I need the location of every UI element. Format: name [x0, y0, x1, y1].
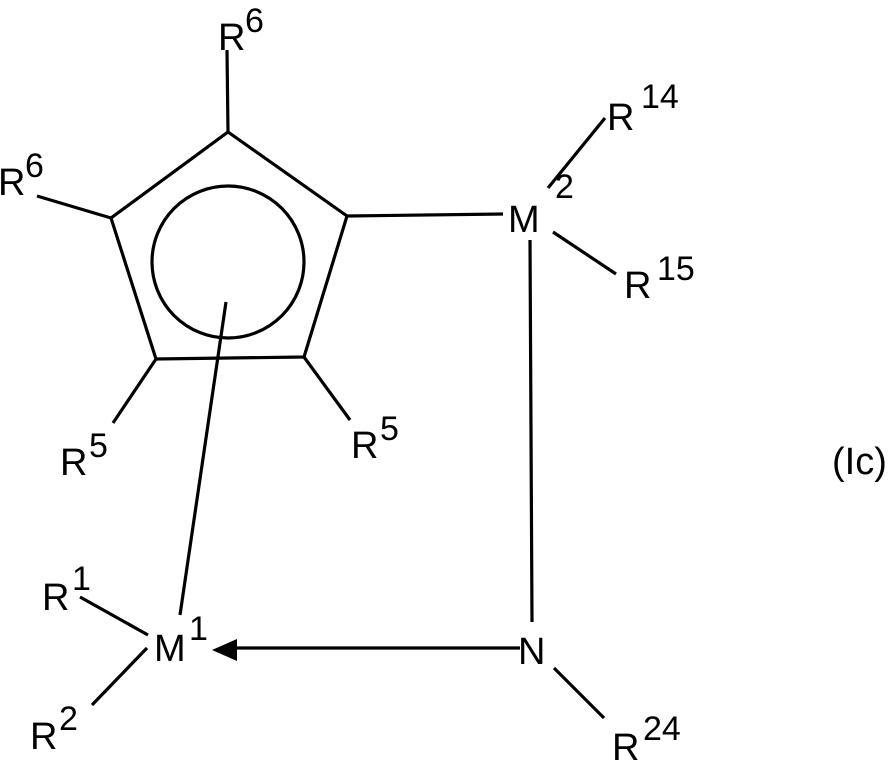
bond-m2-r14 [546, 116, 607, 190]
svg-text:R: R [30, 716, 57, 758]
svg-text:2: 2 [59, 700, 78, 738]
svg-text:M: M [154, 628, 186, 670]
label-r15: R 15 [624, 250, 695, 307]
svg-text:R: R [612, 727, 639, 762]
svg-text:M: M [508, 199, 540, 241]
label-m2: M 2 [508, 168, 574, 241]
svg-text:R: R [60, 442, 87, 484]
svg-text:R: R [0, 162, 25, 204]
label-r24: R 24 [612, 710, 681, 762]
svg-text:5: 5 [89, 427, 108, 465]
aromatic-circle [150, 184, 306, 340]
bond-r5-right [302, 356, 352, 421]
label-r2: R 2 [30, 700, 78, 758]
svg-text:1: 1 [189, 610, 208, 648]
svg-text:2: 2 [555, 168, 574, 206]
svg-text:R: R [218, 17, 245, 59]
bond-ring-m1 [178, 301, 228, 616]
svg-text:R: R [42, 577, 69, 619]
label-r1: R 1 [42, 560, 91, 619]
svg-text:6: 6 [245, 2, 264, 40]
svg-text:R: R [351, 425, 378, 467]
svg-text:R: R [624, 265, 651, 307]
bond-ring-m2 [346, 212, 504, 218]
bond-n-r24 [552, 666, 606, 720]
svg-text:N: N [518, 631, 545, 673]
arrowhead-icon [212, 639, 237, 661]
bond-r5-left [111, 358, 158, 424]
label-n: N [518, 631, 545, 673]
label-m1: M 1 [154, 610, 208, 670]
bond-m2-n [528, 239, 534, 623]
svg-text:15: 15 [657, 250, 695, 288]
bond-m1-r1 [79, 595, 149, 637]
label-r14: R 14 [607, 78, 679, 139]
label-r6-left: R 6 [0, 147, 44, 204]
svg-text:14: 14 [641, 78, 679, 116]
svg-text:6: 6 [25, 147, 44, 185]
cyclopentadienyl-ring [109, 130, 349, 361]
formula-label: (Ic) [832, 441, 887, 483]
bond-m1-r2 [90, 646, 149, 707]
bond-r6-left [36, 194, 112, 220]
svg-text:R: R [607, 97, 634, 139]
label-r5-right: R 5 [351, 410, 399, 467]
svg-text:1: 1 [72, 560, 91, 598]
bond-r6-top [225, 49, 230, 133]
svg-text:5: 5 [380, 410, 399, 448]
label-r6-top: R 6 [218, 2, 264, 59]
svg-text:24: 24 [643, 710, 681, 748]
bond-m2-r15 [552, 230, 617, 276]
label-r5-left: R 5 [60, 427, 108, 484]
